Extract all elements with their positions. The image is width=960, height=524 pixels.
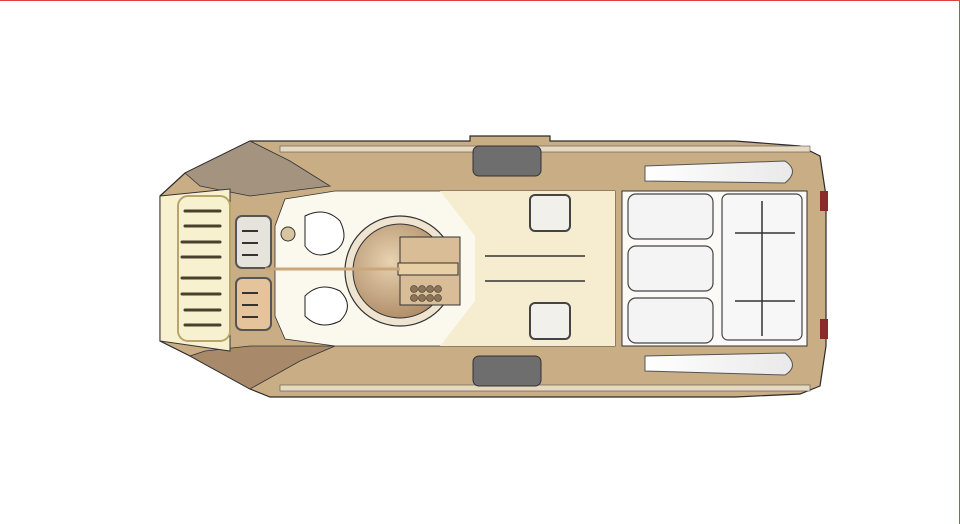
periscope-left-top xyxy=(304,211,345,256)
tail-light-bottom xyxy=(820,319,828,339)
gun-mantlet xyxy=(397,262,459,276)
rear-vents xyxy=(627,193,714,344)
periscope-left-bottom xyxy=(304,286,348,326)
hatch-bottom-right[interactable] xyxy=(529,302,571,340)
grille-slots xyxy=(180,209,222,327)
vision-port xyxy=(280,226,296,242)
stowage-tube-top xyxy=(644,160,793,184)
bottom-rail xyxy=(279,384,811,392)
stowage-tube-bottom xyxy=(644,352,793,376)
top-rail xyxy=(279,145,811,153)
side-door-bottom[interactable] xyxy=(472,355,542,387)
tail-light-top xyxy=(820,191,828,211)
front-grille xyxy=(177,195,231,342)
hatch-top-right[interactable] xyxy=(529,194,571,232)
side-door-top[interactable] xyxy=(472,145,542,177)
front-slope-top xyxy=(184,140,332,197)
smoke-launchers xyxy=(410,285,442,302)
front-plate xyxy=(159,188,231,352)
rear-deck-tint xyxy=(440,191,615,346)
